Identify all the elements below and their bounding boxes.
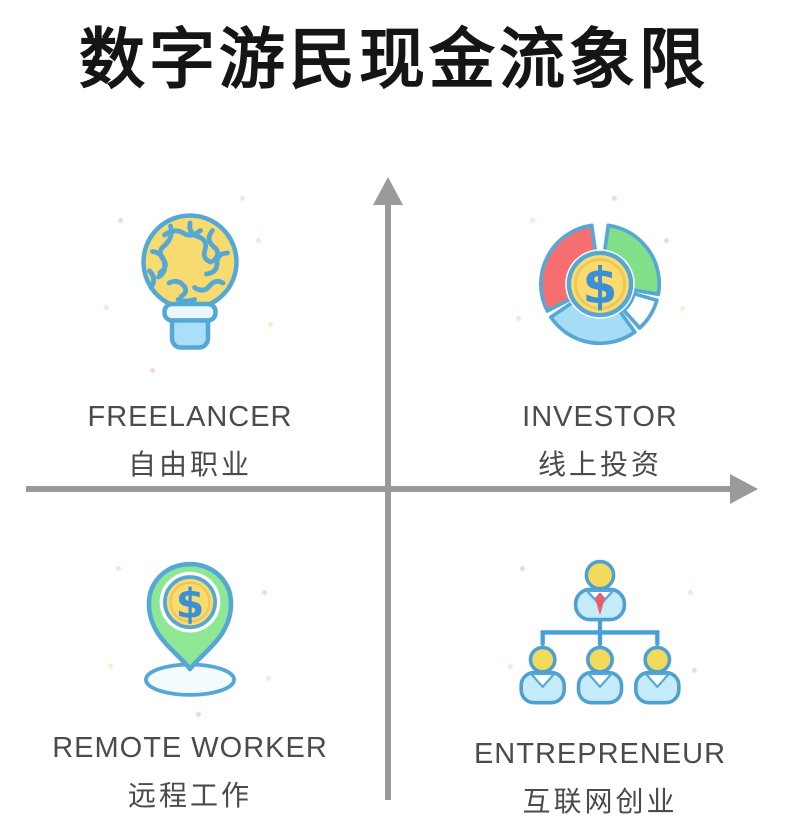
- confetti-dot: [196, 712, 201, 717]
- confetti-dot: [150, 368, 155, 373]
- freelancer-label-zh: 自由职业: [127, 448, 252, 482]
- entrepreneur-label-en: ENTREPRENEUR: [473, 738, 727, 770]
- confetti-dot: [508, 664, 513, 669]
- brain-bulb-icon: [141, 213, 239, 350]
- remote-worker-label-en: REMOTE WORKER: [52, 732, 328, 764]
- dollar-sign: $: [582, 256, 617, 315]
- right-arrow-icon: [730, 474, 758, 504]
- vertical-axis-line: [385, 200, 391, 800]
- quadrant-freelancer: FREELANCER 自由职业: [50, 205, 330, 483]
- investor-label-zh: 线上投资: [537, 448, 662, 482]
- entrepreneur-label-zh: 互联网创业: [522, 785, 678, 819]
- horizontal-axis-line: [26, 486, 730, 492]
- confetti-dot: [116, 566, 121, 571]
- confetti-dot: [256, 238, 261, 243]
- quadrant-remote-worker: $ REMOTE WORKER 远程工作: [25, 552, 355, 814]
- dollar-sign: $: [176, 580, 205, 628]
- confetti-dot: [268, 322, 273, 327]
- confetti-dot: [516, 316, 521, 321]
- confetti-dot: [664, 238, 669, 243]
- confetti-dot: [680, 306, 685, 311]
- confetti-dot: [108, 664, 113, 669]
- confetti-dot: [520, 566, 525, 571]
- confetti-dot: [118, 218, 123, 223]
- confetti-dot: [530, 218, 535, 223]
- confetti-dot: [266, 676, 271, 681]
- quadrant-investor: $ INVESTOR 线上投资: [460, 210, 740, 483]
- confetti-dot: [692, 668, 697, 673]
- quadrant-entrepreneur: ENTREPRENEUR 互联网创业: [435, 552, 765, 820]
- confetti-dot: [688, 590, 693, 595]
- confetti-dot: [240, 196, 245, 201]
- pie-chart-dollar-icon: $: [539, 223, 662, 346]
- page-title: 数字游民现金流象限: [79, 21, 709, 98]
- confetti-dot: [262, 590, 267, 595]
- freelancer-label-en: FREELANCER: [87, 401, 293, 433]
- remote-worker-label-zh: 远程工作: [127, 779, 252, 813]
- confetti-dot: [104, 305, 109, 310]
- confetti-dot: [612, 196, 617, 201]
- org-chart-people-icon: [519, 559, 681, 705]
- up-arrow-icon: [373, 177, 403, 205]
- location-pin-dollar-icon: $: [144, 561, 236, 697]
- investor-label-en: INVESTOR: [522, 401, 678, 433]
